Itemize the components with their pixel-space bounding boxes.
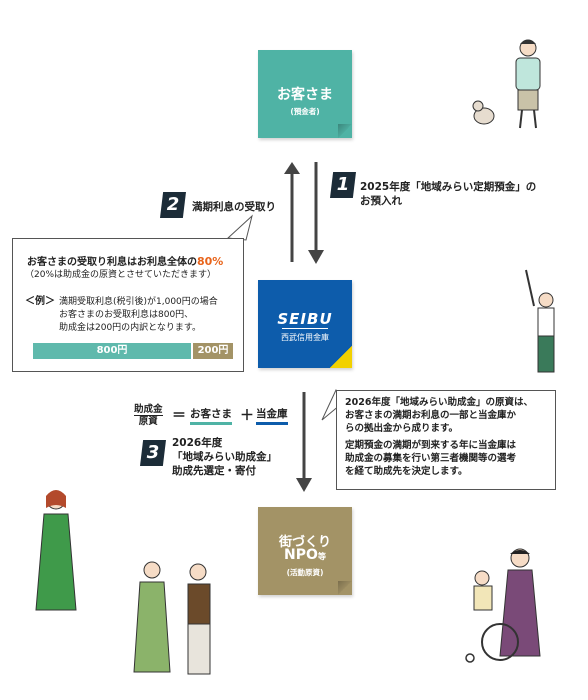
person-with-cat-illustration — [472, 39, 541, 129]
bar-customer: 800円 — [33, 343, 191, 359]
bank-name: 西武信用金庫 — [281, 333, 329, 342]
step3-line2: 「地域みらい助成金」 — [172, 451, 277, 463]
formula-plus: ＋ — [240, 408, 254, 424]
step1-line1: 2025年度「地域みらい定期預金」の — [360, 181, 537, 193]
formula-label: 助成金 原資 — [134, 404, 163, 427]
interest-callout-pointer — [226, 214, 253, 241]
formula-term2: 当金庫 — [256, 406, 288, 425]
interest-headline-pre: お客さまの受取り利息はお利息全体の — [27, 257, 197, 268]
formula-term1: お客さま — [190, 406, 232, 425]
grant-p1-line3: らの拠出金から成ります。 — [345, 423, 459, 434]
bar-grant: 200円 — [193, 343, 233, 359]
wheelchair-pair-illustration — [465, 548, 541, 663]
arrow-down-head-2 — [296, 478, 312, 492]
share-bar: 800円 200円 — [33, 343, 233, 359]
person-raising-hand-illustration — [525, 269, 555, 373]
npo-card: 街づくり NPO等 (活動原資) — [258, 507, 352, 595]
grant-p1-line1: 2026年度「地域みらい助成金」の原資は、 — [345, 397, 533, 408]
step2-number: 2 — [160, 192, 186, 218]
grant-p1-line2: お客さまの満期お利息の一部と当金庫か — [345, 410, 517, 421]
formula-label1: 助成金 — [134, 404, 163, 415]
interest-note: （20%は助成金の原資とさせていただきます） — [25, 270, 217, 280]
bank-logo: SEIBU — [277, 310, 333, 328]
formula-label2: 原資 — [134, 415, 163, 427]
woman-green-dress-illustration — [35, 490, 77, 611]
step1-number: 1 — [330, 172, 356, 198]
bank-logo-rule — [282, 328, 328, 329]
step2-label: 満期利息の受取り — [192, 201, 276, 213]
example-text: 満期受取利息(税引後)が1,000円の場合 お客さまのお受取利息は800円、 助… — [59, 296, 218, 335]
interest-headline: お客さまの受取り利息はお利息全体の80% — [27, 255, 223, 269]
npo-subtitle: (活動原資) — [286, 568, 324, 577]
elderly-couple-illustration — [133, 561, 211, 675]
formula: 助成金 原資 ＝ お客さま ＋ 当金庫 — [134, 402, 294, 432]
npo-line1: 街づくり — [278, 535, 331, 550]
bank-yellow-corner — [330, 346, 352, 368]
grant-p2-line2: 助成金の募集を行い第三者機関等の選考 — [345, 453, 517, 464]
formula-eq: ＝ — [172, 408, 186, 424]
step3-text: 2026年度 「地域みらい助成金」 助成先選定・寄付 — [172, 436, 277, 478]
example-line1: 満期受取利息(税引後)が1,000円の場合 — [59, 297, 218, 307]
example-tag: ＜例＞ — [25, 296, 55, 307]
fold-shadow — [338, 124, 352, 138]
interest-callout-box: お客さまの受取り利息はお利息全体の80% （20%は助成金の原資とさせていただき… — [12, 238, 244, 372]
example-line2: お客さまのお受取利息は800円、 — [59, 310, 194, 320]
grant-p2-line3: を経て助成先を決定します。 — [345, 466, 468, 477]
arrow-up-head — [284, 162, 300, 174]
example-line3: 助成金は200円の内訳となります。 — [59, 323, 202, 333]
bank-card: SEIBU 西武信用金庫 — [258, 280, 352, 368]
grant-p1: 2026年度「地域みらい助成金」の原資は、 お客さまの満期お利息の一部と当金庫か… — [345, 396, 533, 435]
grant-p2-line1: 定期預金の満期が到来する年に当金庫は — [345, 440, 517, 451]
customer-subtitle: (預金者) — [290, 107, 320, 116]
arrow-down-head — [308, 250, 324, 264]
step1-line2: お預入れ — [360, 195, 402, 207]
grant-p2: 定期預金の満期が到来する年に当金庫は 助成金の募集を行い第三者機関等の選考 を経… — [345, 439, 516, 478]
grant-callout-box: 2026年度「地域みらい助成金」の原資は、 お客さまの満期お利息の一部と当金庫か… — [336, 390, 556, 490]
customer-title: お客さま — [277, 87, 333, 103]
interest-headline-pct: 80% — [197, 255, 224, 268]
npo-line2-suffix: 等 — [317, 552, 326, 561]
npo-line2: NPO — [284, 547, 318, 563]
step1-text: 2025年度「地域みらい定期預金」の お預入れ — [360, 180, 536, 208]
fold-shadow — [338, 581, 352, 595]
step3-number: 3 — [140, 440, 166, 466]
npo-line2-wrap: NPO等 — [258, 547, 352, 563]
customer-card: お客さま (預金者) — [258, 50, 352, 138]
step3-line3: 助成先選定・寄付 — [172, 465, 256, 477]
step3-line1: 2026年度 — [172, 437, 223, 449]
